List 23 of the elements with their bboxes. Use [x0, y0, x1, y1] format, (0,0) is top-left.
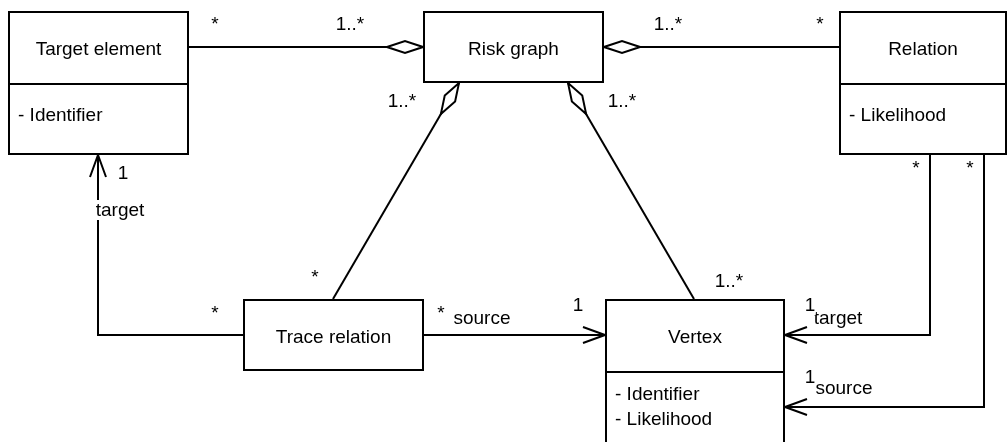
attribute-text: - Identifier: [18, 103, 103, 127]
association-arrow: [784, 154, 985, 416]
association-arrow: [423, 326, 606, 344]
role-label: target: [95, 200, 145, 220]
association-arrow: [89, 154, 244, 336]
class-box: [839, 11, 1007, 155]
class-name: Risk graph: [468, 36, 559, 60]
class-name: Vertex: [668, 324, 722, 348]
class-box: [423, 11, 604, 83]
attribute-text: - Identifier: [615, 382, 700, 406]
aggregation-line: [332, 82, 460, 300]
class-name: Trace relation: [275, 324, 392, 348]
class-name: Target element: [35, 36, 162, 60]
aggregation-line: [603, 40, 840, 54]
class-name: Relation: [888, 36, 958, 60]
class-box: [605, 299, 785, 442]
class-box: [8, 11, 189, 155]
attribute-text: - Likelihood: [849, 103, 947, 127]
attribute-text: - Likelihood: [615, 407, 713, 431]
association-arrow: [784, 154, 931, 344]
class-box: [243, 299, 424, 371]
aggregation-line: [188, 40, 424, 54]
aggregation-line: [567, 82, 695, 300]
